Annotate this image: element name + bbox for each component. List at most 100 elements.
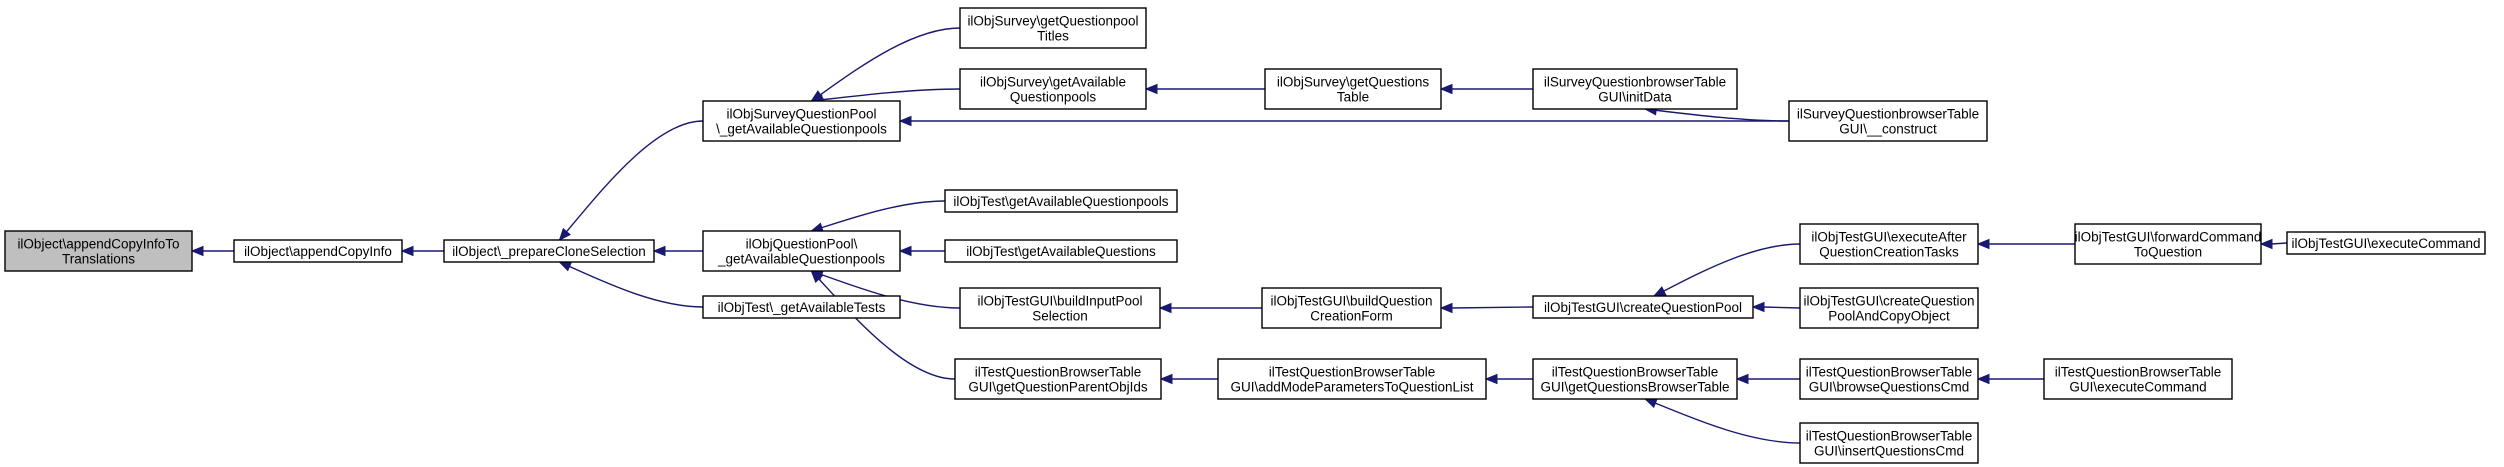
node-ilobjtestgui-createquestionpool[interactable]: ilObjTestGUI\createQuestionPool	[1532, 295, 1754, 319]
edge-arrowhead	[1144, 83, 1158, 95]
node-label-line: ilObject\appendCopyInfoTo	[17, 237, 179, 252]
edge-arrowhead	[1643, 398, 1658, 409]
node-box[interactable]	[1788, 100, 1988, 142]
node-label-line: ilObjSurvey\getQuestionpool	[967, 14, 1138, 29]
edge-line	[811, 88, 961, 102]
node-box[interactable]	[233, 239, 403, 263]
node-box[interactable]	[1532, 295, 1754, 319]
node-box[interactable]	[959, 68, 1147, 110]
node-ilobjtest-getavailabletests[interactable]: ilObjTest\_getAvailableTests	[702, 295, 901, 319]
node-label-line: ilObject\appendCopyInfo	[244, 244, 392, 259]
node-box[interactable]	[2074, 223, 2262, 265]
edge-arrowhead	[558, 227, 571, 242]
edge-arrowhead	[898, 115, 912, 127]
node-box[interactable]	[944, 189, 1178, 213]
node-iltestquestionbrowsertable-gui-browsequestionscmd[interactable]: ilTestQuestionBrowserTableGUI\browseQues…	[1799, 358, 1979, 400]
node-iltestquestionbrowsertable-gui-addmodeparameterstoquestionlist[interactable]: ilTestQuestionBrowserTableGUI\addModePar…	[1217, 358, 1487, 400]
edge-arrowhead	[1439, 302, 1453, 314]
node-iltestquestionbrowsertable-gui-getquestionparentobjids[interactable]: ilTestQuestionBrowserTableGUI\getQuestio…	[954, 358, 1162, 400]
node-ilobjquestionpool-getavailablequestionpools[interactable]: ilObjQuestionPool\_getAvailableQuestionp…	[702, 230, 901, 272]
edge-line	[1762, 306, 1801, 309]
edge-arrowhead	[1735, 373, 1749, 385]
node-box[interactable]	[944, 239, 1178, 263]
node-ilobjtestgui-executecommand[interactable]: ilObjTestGUI\executeCommand	[2286, 231, 2486, 255]
node-box[interactable]	[1261, 287, 1442, 329]
node-iltestquestionbrowsertable-gui-executecommand[interactable]: ilTestQuestionBrowserTableGUI\executeCom…	[2043, 358, 2233, 400]
node-box[interactable]	[1532, 358, 1738, 400]
node-label-line: ToQuestion	[2134, 245, 2202, 260]
node-box[interactable]	[2286, 231, 2486, 255]
node-ilobjtestgui-executeafter-questioncreationtasks[interactable]: ilObjTestGUI\executeAfterQuestionCreatio…	[1799, 223, 1979, 265]
node-box[interactable]	[1532, 68, 1738, 110]
node-label-line: ilTestQuestionBrowserTable	[1269, 365, 1436, 380]
edge-line	[1450, 306, 1534, 309]
node-box[interactable]	[1799, 422, 1979, 464]
node-box[interactable]	[443, 239, 655, 263]
node-label-line: CreationForm	[1310, 309, 1393, 324]
node-label-line: Table	[1337, 90, 1369, 105]
node-box[interactable]	[702, 295, 901, 319]
node-box[interactable]	[702, 100, 901, 142]
node-ilsurveyquestionbrowsertable-gui-construct[interactable]: ilSurveyQuestionbrowserTableGUI\__constr…	[1788, 100, 1988, 142]
node-box[interactable]	[954, 358, 1162, 400]
edge-arrowhead	[1976, 373, 1990, 385]
node-label-line: ilObjTest\_getAvailableTests	[718, 300, 886, 315]
edge-line	[2270, 242, 2288, 245]
edge-arrowhead	[558, 261, 573, 272]
node-ilobjsurvey-getavailable-questionpools[interactable]: ilObjSurvey\getAvailableQuestionpools	[959, 68, 1147, 110]
node-label-line: ilSurveyQuestionbrowserTable	[1544, 75, 1726, 90]
node-label-line: Selection	[1032, 309, 1088, 324]
edge-arrowhead	[1158, 302, 1172, 314]
node-ilobject-appendcopyinfo[interactable]: ilObject\appendCopyInfo	[233, 239, 403, 263]
node-box[interactable]	[1799, 287, 1979, 329]
edge-arrowhead	[1652, 286, 1667, 297]
node-label-line: ilTestQuestionBrowserTable	[2055, 365, 2222, 380]
edge-arrowhead	[1484, 373, 1498, 385]
edge-line	[558, 120, 704, 241]
node-label-line: ilObjTestGUI\createQuestionPool	[1544, 300, 1742, 315]
node-box[interactable]	[1799, 223, 1979, 265]
node-label-line: Titles	[1037, 29, 1069, 44]
node-box[interactable]	[959, 287, 1161, 329]
node-label-line: ilObjTestGUI\buildQuestion	[1270, 294, 1432, 309]
node-box[interactable]	[1264, 68, 1442, 110]
node-label-line: GUI\insertQuestionsCmd	[1814, 444, 1964, 459]
node-label-line: ilTestQuestionBrowserTable	[1806, 365, 1973, 380]
node-label-line: ilObjTestGUI\executeCommand	[2291, 236, 2480, 251]
node-iltestquestionbrowsertable-gui-insertquestionscmd[interactable]: ilTestQuestionBrowserTableGUI\insertQues…	[1799, 422, 1979, 464]
node-label-line: GUI\getQuestionParentObjIds	[968, 380, 1148, 395]
node-label-line: ilTestQuestionBrowserTable	[1552, 365, 1719, 380]
node-box[interactable]	[702, 230, 901, 272]
node-label-line: GUI\getQuestionsBrowserTable	[1540, 380, 1729, 395]
node-label-line: ilObjQuestionPool\	[746, 237, 858, 252]
node-ilobjtest-getavailablequestionpools[interactable]: ilObjTest\getAvailableQuestionpools	[944, 189, 1178, 213]
node-label-line: ilObjSurvey\getAvailable	[980, 75, 1126, 90]
node-box[interactable]	[4, 230, 193, 272]
node-box[interactable]	[1799, 358, 1979, 400]
node-ilobjtest-getavailablequestions[interactable]: ilObjTest\getAvailableQuestions	[944, 239, 1178, 263]
node-ilobjtestgui-createquestion-poolandcopyobject[interactable]: ilObjTestGUI\createQuestionPoolAndCopyOb…	[1799, 287, 1979, 329]
node-label-line: GUI\initData	[1598, 90, 1672, 105]
node-label-line: ilObjSurveyQuestionPool	[726, 107, 876, 122]
node-label-line: ilObjTestGUI\buildInputPool	[977, 294, 1142, 309]
edge-line	[810, 27, 961, 102]
node-box[interactable]	[1217, 358, 1487, 400]
node-label-line: ilObjTestGUI\forwardCommand	[2075, 230, 2262, 245]
node-box[interactable]	[2043, 358, 2233, 400]
node-iltestquestionbrowsertable-gui-getquestionsbrowsertable[interactable]: ilTestQuestionBrowserTableGUI\getQuestio…	[1532, 358, 1738, 400]
node-box[interactable]	[959, 7, 1147, 49]
edge-line	[810, 270, 956, 380]
edge-arrowhead	[190, 245, 204, 257]
node-ilobject-preparecloneselection[interactable]: ilObject\_prepareCloneSelection	[443, 239, 655, 263]
node-label-line: ilObjTestGUI\executeAfter	[1811, 230, 1967, 245]
node-ilobjsurveyquestionpool-getavailablequestionpools[interactable]: ilObjSurveyQuestionPool\_getAvailableQue…	[702, 100, 901, 142]
